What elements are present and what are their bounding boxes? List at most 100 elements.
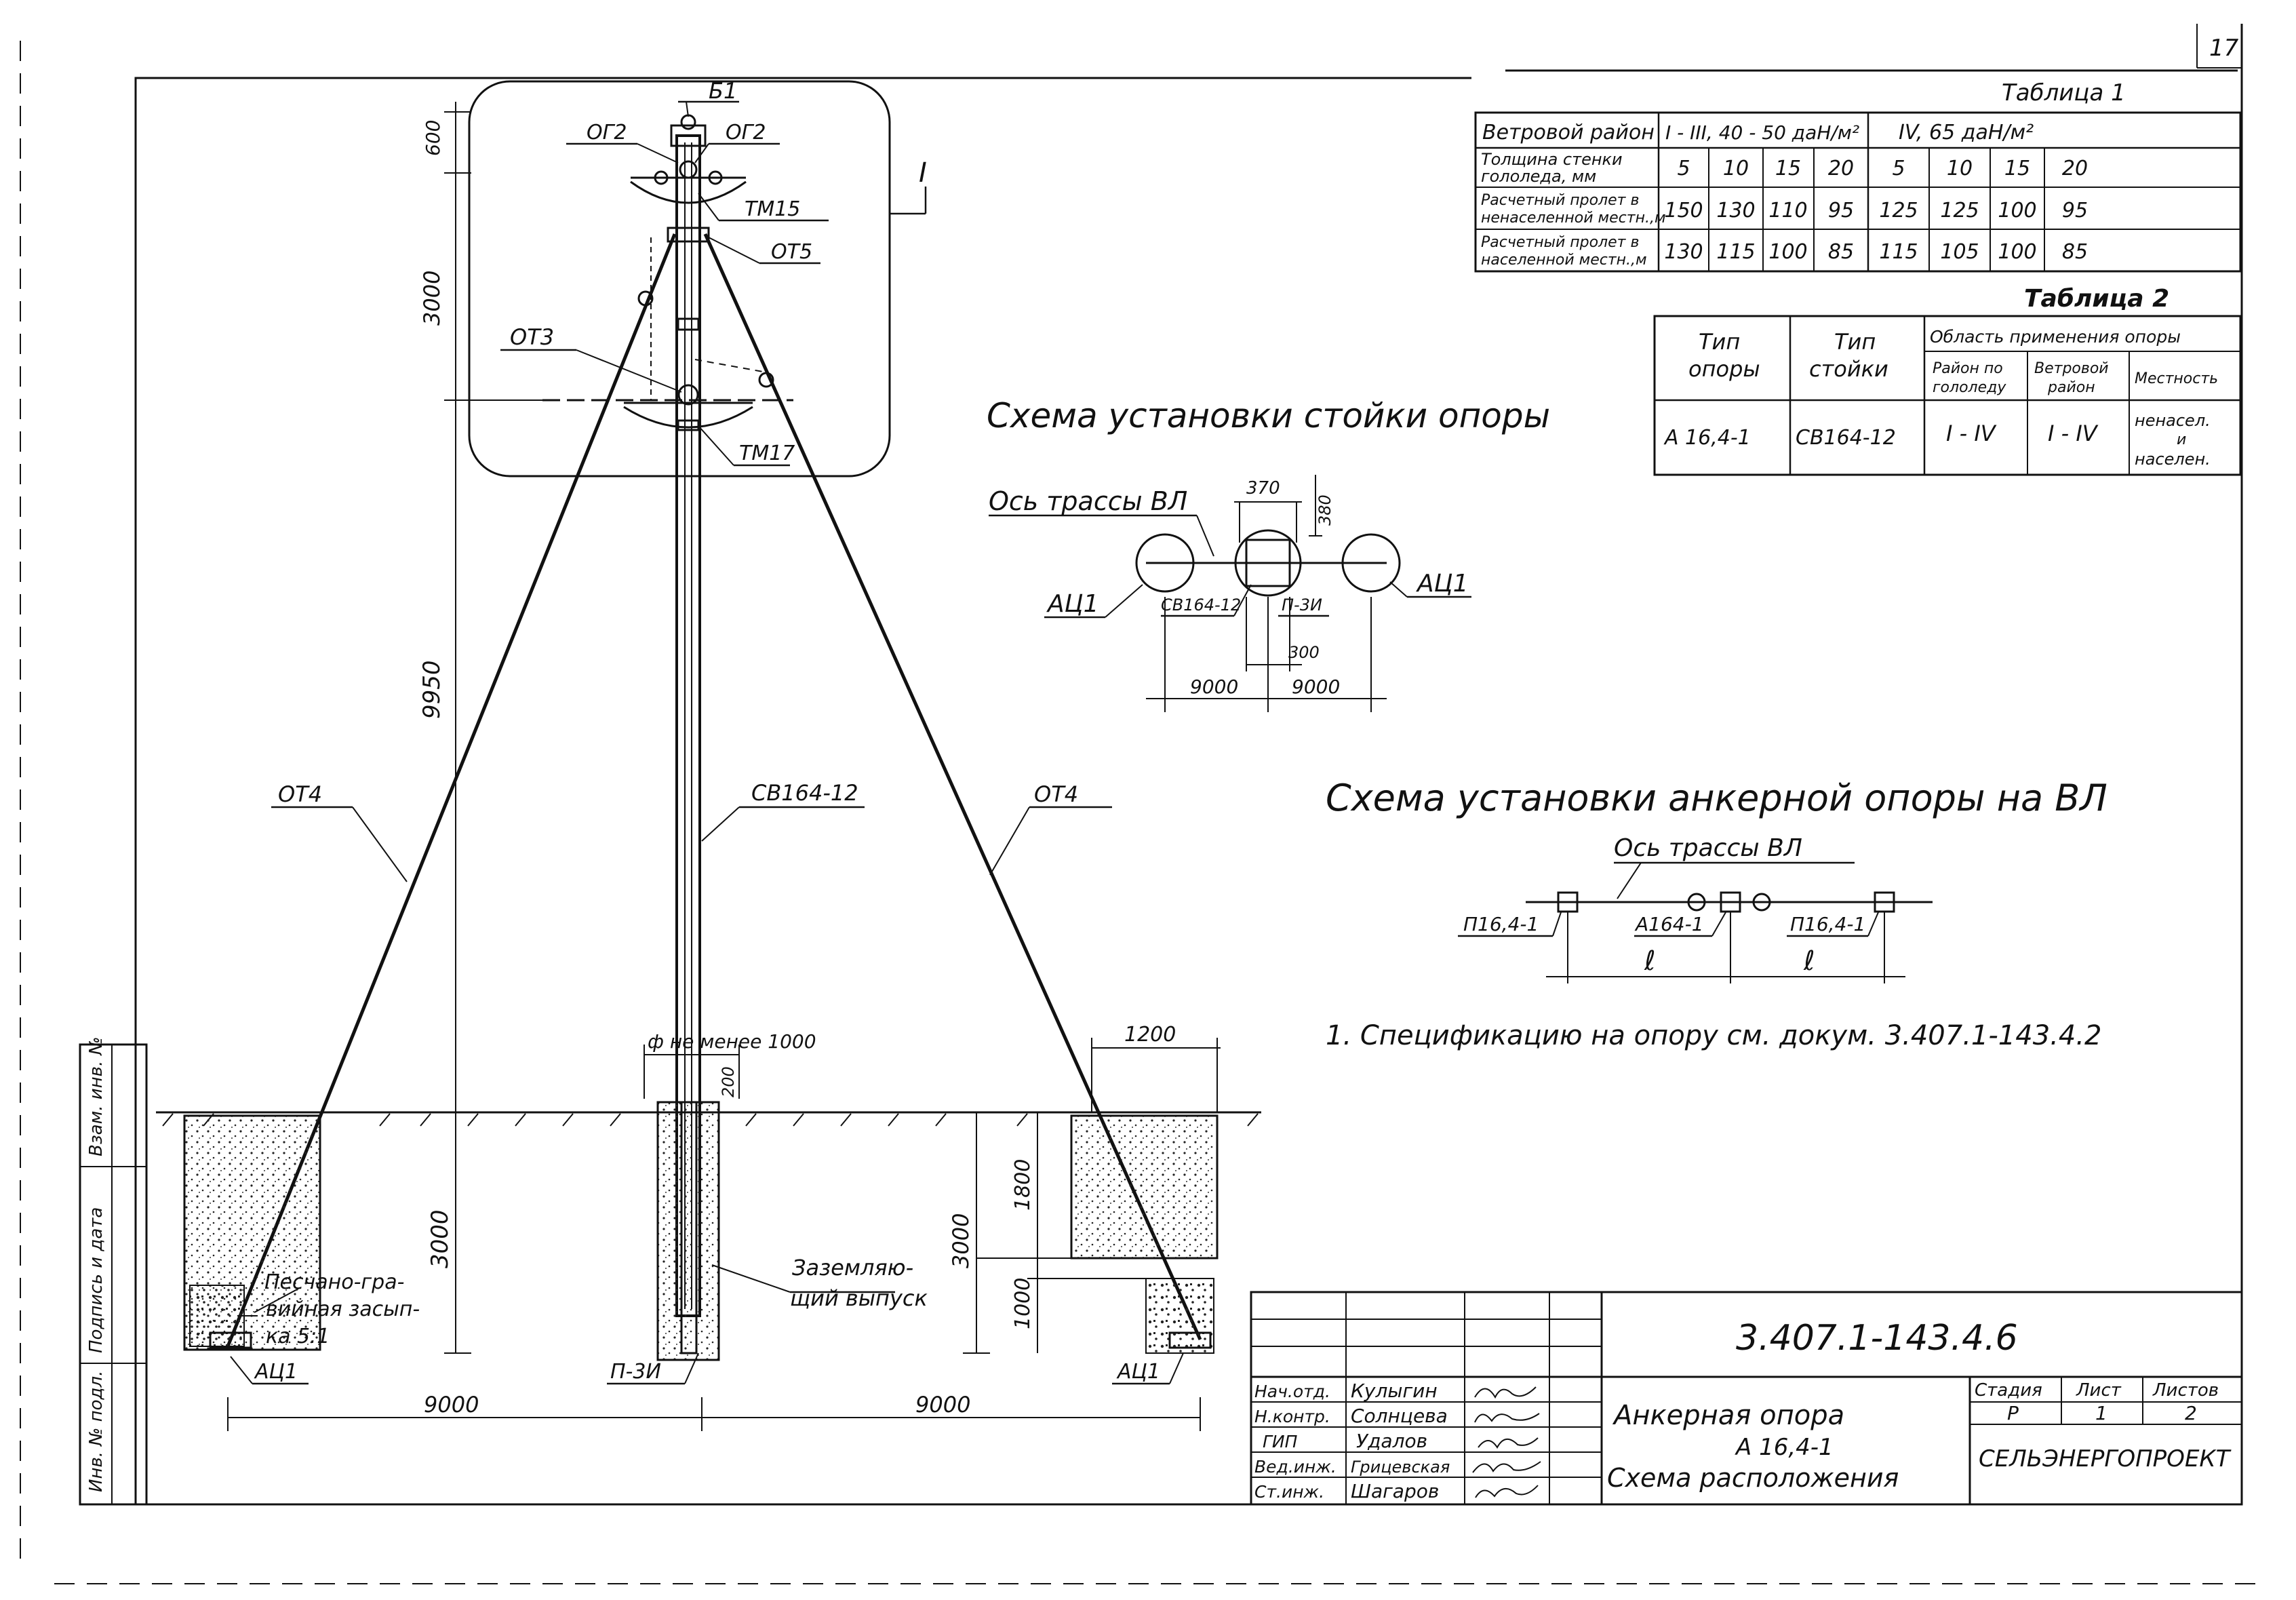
sheets-value: 2 <box>2185 1402 2197 1424</box>
table1-row-unpop-1: Расчетный пролет в <box>1481 192 1639 209</box>
scheme-stand-dim-380: 380 <box>1315 494 1334 526</box>
side-stamp <box>79 1043 148 1506</box>
table2-value-terrain-1: ненасел. <box>2135 411 2211 430</box>
label-ot3: ОТ3 <box>510 324 554 350</box>
table1-cell: 130 <box>1664 240 1703 264</box>
name-chief-engineer: Удалов <box>1356 1430 1427 1452</box>
sheets-label: Листов <box>2152 1380 2219 1401</box>
scheme-anchor-line <box>1526 891 1933 983</box>
span-dimension <box>227 1397 1201 1431</box>
label-ot4-right: ОТ4 <box>1034 781 1078 807</box>
table1-row-ice-2: гололеда, мм <box>1481 167 1596 186</box>
scheme-stand-stand: СВ164-12 <box>1161 596 1241 614</box>
table1-row-wind: Ветровой район <box>1482 121 1655 144</box>
name-norm-control: Солнцева <box>1351 1405 1448 1427</box>
spec-note: 1. Спецификацию на опору см. докум. 3.40… <box>1326 1020 2101 1051</box>
name-senior-engineer: Шагаров <box>1351 1480 1439 1502</box>
scheme-anchor-span-2: ℓ <box>1803 945 1815 977</box>
dim-span-right: 9000 <box>915 1392 970 1418</box>
table1-cell: 85 <box>1828 240 1854 264</box>
stamp-signature-date: Подпись и дата <box>86 1207 106 1353</box>
central-foundation <box>656 1101 720 1361</box>
table2-value-pole: А 16,4-1 <box>1663 426 1751 450</box>
dim-top: 600 <box>422 120 444 156</box>
dim-upper: 3000 <box>419 271 445 326</box>
table2-sub-terrain: Местность <box>2135 370 2218 387</box>
table1-cell: 95 <box>2062 199 2088 222</box>
table1-cell: 5 <box>1892 157 1905 180</box>
table1-cell: 115 <box>1716 240 1755 264</box>
table1-row-ice-1: Толщина стенки <box>1481 150 1623 169</box>
table1-wind-b: IV, 65 даН/м² <box>1899 121 2034 144</box>
scheme-stand-dim-370: 370 <box>1246 478 1280 499</box>
dim-embed: 3000 <box>427 1209 454 1268</box>
scheme-stand-dim-right: 9000 <box>1292 676 1340 698</box>
scheme-stand-dim-300: 300 <box>1288 643 1320 662</box>
label-b1: Б1 <box>709 78 737 104</box>
table1-cell: 125 <box>1879 199 1918 222</box>
table1-cell: 20 <box>1828 157 1854 180</box>
title-code: 3.407.1-143.4.6 <box>1736 1318 2018 1359</box>
title-block-names: Кулыгин Солнцева Удалов Грицевская Шагар… <box>1351 1380 1450 1502</box>
table2-value-terrain-2: и <box>2177 431 2186 448</box>
label-anchor-left: АЦ1 <box>254 1360 298 1384</box>
table1-cell: 5 <box>1677 157 1690 180</box>
scheme-stand-axis-label: Ось трассы ВЛ <box>989 486 1187 516</box>
table2-header-pole-2: опоры <box>1688 356 1760 382</box>
table1-row-unpop-2: ненаселенной местн.,м <box>1481 210 1666 227</box>
table1-cell: 85 <box>2062 240 2088 264</box>
scheme-anchor-label-right: П16,4-1 <box>1790 913 1865 935</box>
role-chief-engineer: ГИП <box>1263 1432 1298 1451</box>
table1-cell: 150 <box>1664 199 1703 222</box>
table1-caption: Таблица 1 <box>2002 79 2126 106</box>
label-ot4-left: ОТ4 <box>278 781 322 807</box>
role-norm-control: Н.контр. <box>1254 1407 1330 1426</box>
table1-cell: 130 <box>1716 199 1755 222</box>
label-sand-gravel-3: ка 5:1 <box>266 1325 330 1348</box>
scheme-stand-plan <box>1135 475 1401 712</box>
name-lead-engineer: Грицевская <box>1351 1458 1450 1477</box>
sheet-number: 17 <box>2209 35 2239 62</box>
scheme-stand-anchor-left: АЦ1 <box>1046 590 1098 618</box>
pole-dimension-lines <box>444 102 990 1354</box>
label-og2-left: ОГ2 <box>587 121 627 144</box>
table1-row-pop-2: населенной местн.,м <box>1481 252 1647 269</box>
table2-value-terrain-3: населен. <box>2135 450 2211 469</box>
table1-cell: 110 <box>1768 199 1807 222</box>
stamp-replacement-inv: Взам. инв. № <box>86 1036 106 1156</box>
table1-cell: 10 <box>1947 157 1973 180</box>
table1-cell: 100 <box>1768 240 1807 264</box>
dim-cap: 200 <box>719 1066 738 1097</box>
table1-cell: 105 <box>1940 240 1979 264</box>
table1-cell: 95 <box>1828 199 1854 222</box>
table2-header-pole-1: Тип <box>1699 329 1740 355</box>
sheet-value: 1 <box>2095 1402 2107 1424</box>
dim-pit-depth: 1800 <box>1011 1159 1035 1211</box>
table2-sub-wind-1: Ветровой <box>2034 360 2109 377</box>
table2-caption: Таблица 2 <box>2024 285 2169 313</box>
role-senior-engineer: Ст.инж. <box>1254 1482 1324 1502</box>
table1-cell: 10 <box>1723 157 1749 180</box>
table2-sub-ice-1: Район по <box>1933 360 2003 377</box>
sheet-label: Лист <box>2076 1380 2122 1401</box>
dim-pit-depth-right: 3000 <box>948 1213 974 1268</box>
table1-cell: 15 <box>1775 157 1801 180</box>
label-plate: П-3И <box>610 1360 661 1384</box>
stamp-inv-number: Инв. № подл. <box>86 1371 106 1492</box>
dim-span-left: 9000 <box>424 1392 479 1418</box>
table2-value-wind: I - IV <box>2048 421 2099 446</box>
label-tm17: ТМ17 <box>739 442 795 465</box>
table1-row-pop-1: Расчетный пролет в <box>1481 234 1639 251</box>
label-ground-out-2: щий выпуск <box>790 1285 928 1311</box>
stage-value: Р <box>2007 1402 2019 1424</box>
label-tm15: ТМ15 <box>745 197 800 221</box>
table1-cell: 100 <box>1998 240 2036 264</box>
signatures <box>1472 1386 1541 1498</box>
dim-foundation: ф не менее 1000 <box>648 1030 816 1053</box>
scheme-stand-title: Схема установки стойки опоры <box>987 396 1550 435</box>
table2-value-ice: I - IV <box>1946 421 1997 446</box>
table2-header-area: Область применения опоры <box>1930 327 2181 347</box>
scheme-stand-anchor-right: АЦ1 <box>1416 570 1468 598</box>
right-anchor-pit <box>1070 1114 1219 1260</box>
